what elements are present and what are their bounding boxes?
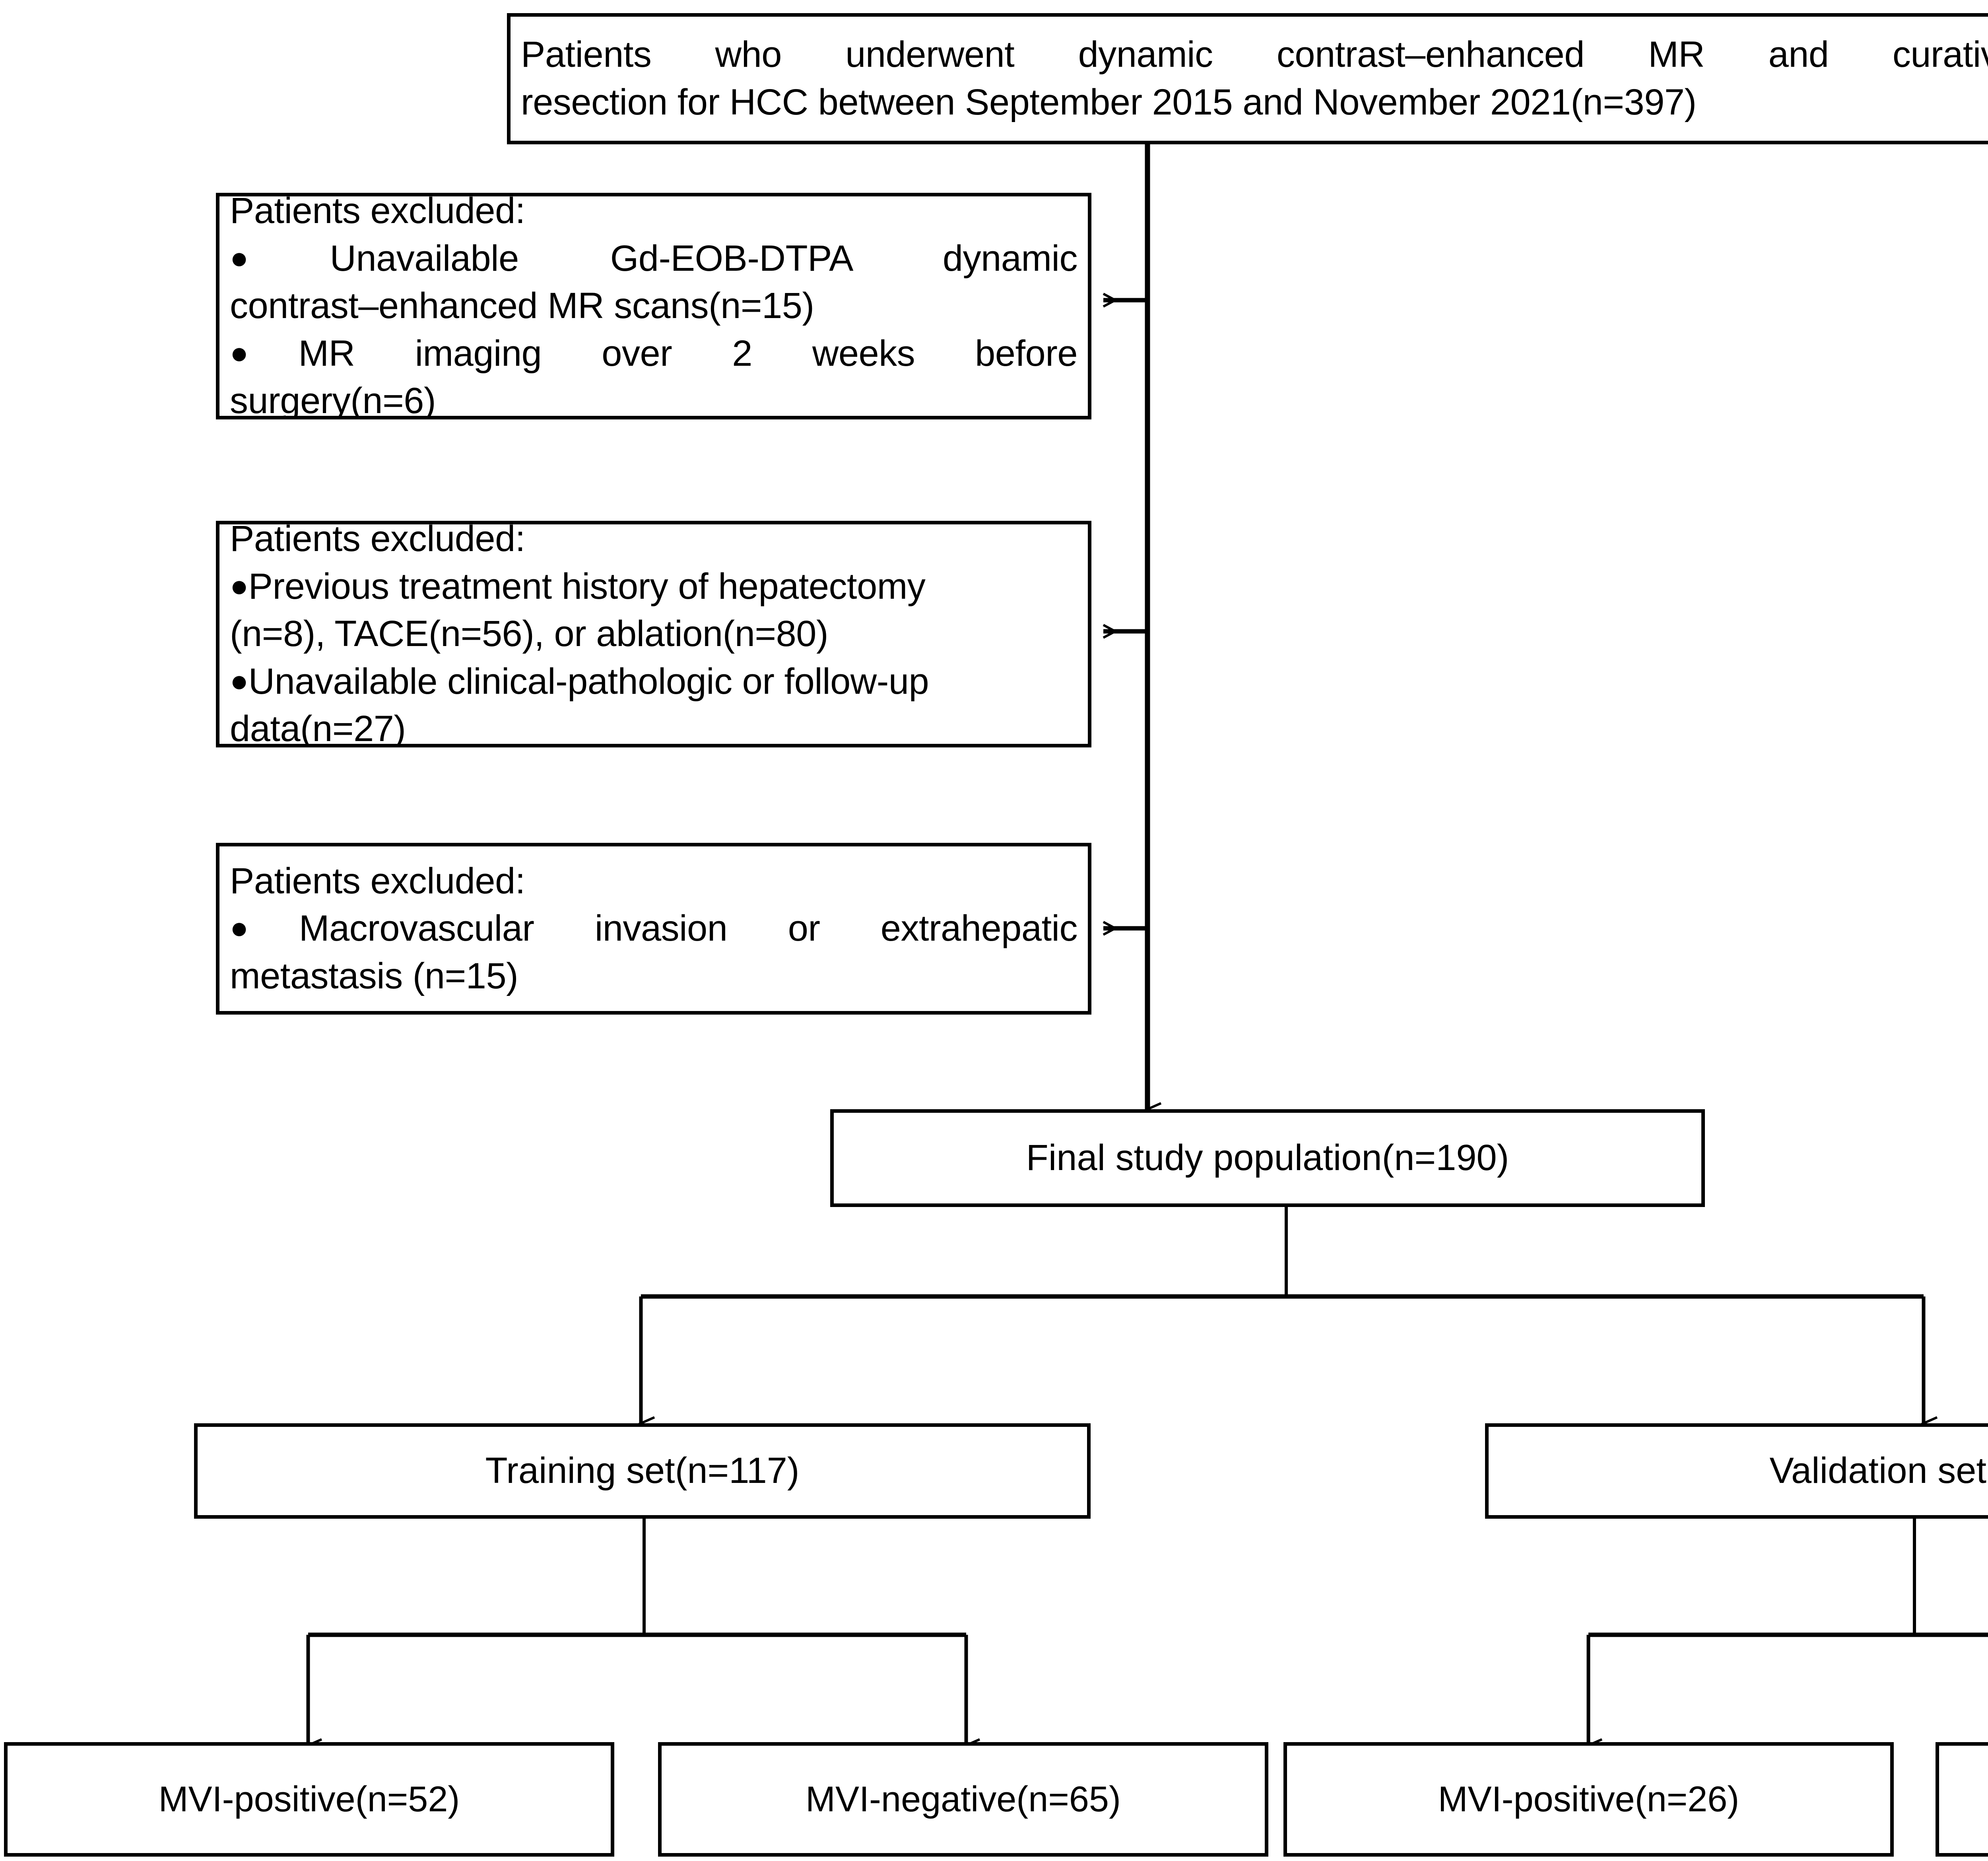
- training-set-label: Training set(n=117): [485, 1450, 800, 1491]
- node-excluded-1[interactable]: Patients excluded: ●Unavailable Gd-EOB-D…: [216, 193, 1091, 419]
- training-mvi-negative-label: MVI-negative(n=65): [806, 1779, 1121, 1819]
- excluded-3-text: Patients excluded: ●Macrovascular invasi…: [219, 858, 1088, 1000]
- training-mvi-positive-label: MVI-positive(n=52): [158, 1779, 460, 1819]
- excluded-3-header: Patients excluded:: [230, 860, 525, 901]
- excluded-2-item-2-line-2: data(n=27): [230, 708, 406, 747]
- excluded-3-item-1-line-2: metastasis (n=15): [230, 955, 518, 996]
- excluded-1-item-2-line-2: surgery(n=6): [230, 380, 436, 419]
- bullet-icon: ●: [230, 240, 330, 275]
- bullet-icon: ●: [230, 910, 299, 945]
- node-validation-mvi-positive[interactable]: MVI-positive(n=26): [1283, 1742, 1894, 1857]
- excluded-1-item-1-line-1: Unavailable Gd-EOB-DTPA dynamic: [330, 238, 1078, 279]
- enrollment-line-2: resection for HCC between September 2015…: [521, 82, 1697, 122]
- final-population-label: Final study population(n=190): [1026, 1137, 1509, 1178]
- node-training-mvi-negative[interactable]: MVI-negative(n=65): [658, 1742, 1268, 1857]
- node-excluded-3[interactable]: Patients excluded: ●Macrovascular invasi…: [216, 843, 1091, 1015]
- excluded-2-header: Patients excluded:: [230, 521, 525, 559]
- excluded-1-header: Patients excluded:: [230, 193, 525, 231]
- enrollment-text: Patients who underwent dynamic contrast–…: [511, 31, 1988, 126]
- excluded-2-item-1-line-2: (n=8), TACE(n=56), or ablation(n=80): [230, 613, 829, 654]
- node-training-mvi-positive[interactable]: MVI-positive(n=52): [4, 1742, 614, 1857]
- node-enrollment[interactable]: Patients who underwent dynamic contrast–…: [507, 13, 1988, 144]
- excluded-3-item-1-line-1: Macrovascular invasion or extrahepatic: [299, 908, 1078, 949]
- validation-mvi-negative-label: MVI-negative(n=47): [1939, 1776, 1988, 1823]
- validation-set-label: Validation set(n=73): [1769, 1450, 1988, 1491]
- excluded-2-item-1-line-1: Previous treatment history of hepatectom…: [248, 566, 926, 607]
- excluded-2-item-2-line-1: Unavailable clinical-pathologic or follo…: [248, 661, 929, 702]
- enrollment-line-1: Patients who underwent dynamic contrast–…: [521, 34, 1988, 75]
- excluded-2-text: Patients excluded: ●Previous treatment h…: [219, 521, 1088, 747]
- excluded-1-text: Patients excluded: ●Unavailable Gd-EOB-D…: [219, 193, 1088, 419]
- bullet-icon: ●: [230, 663, 248, 698]
- node-final-population[interactable]: Final study population(n=190): [830, 1109, 1705, 1207]
- excluded-1-item-1-line-2: contrast–enhanced MR scans(n=15): [230, 285, 814, 326]
- node-excluded-2[interactable]: Patients excluded: ●Previous treatment h…: [216, 521, 1091, 747]
- bullet-icon: ●: [230, 568, 248, 603]
- validation-mvi-positive-label: MVI-positive(n=26): [1438, 1779, 1740, 1819]
- excluded-1-item-2-line-1: MR imaging over 2 weeks before: [298, 333, 1078, 374]
- node-validation-set[interactable]: Validation set(n=73): [1485, 1423, 1988, 1519]
- node-training-set[interactable]: Training set(n=117): [194, 1423, 1091, 1519]
- bullet-icon: ●: [230, 335, 299, 370]
- node-validation-mvi-negative[interactable]: MVI-negative(n=47): [1936, 1742, 1988, 1857]
